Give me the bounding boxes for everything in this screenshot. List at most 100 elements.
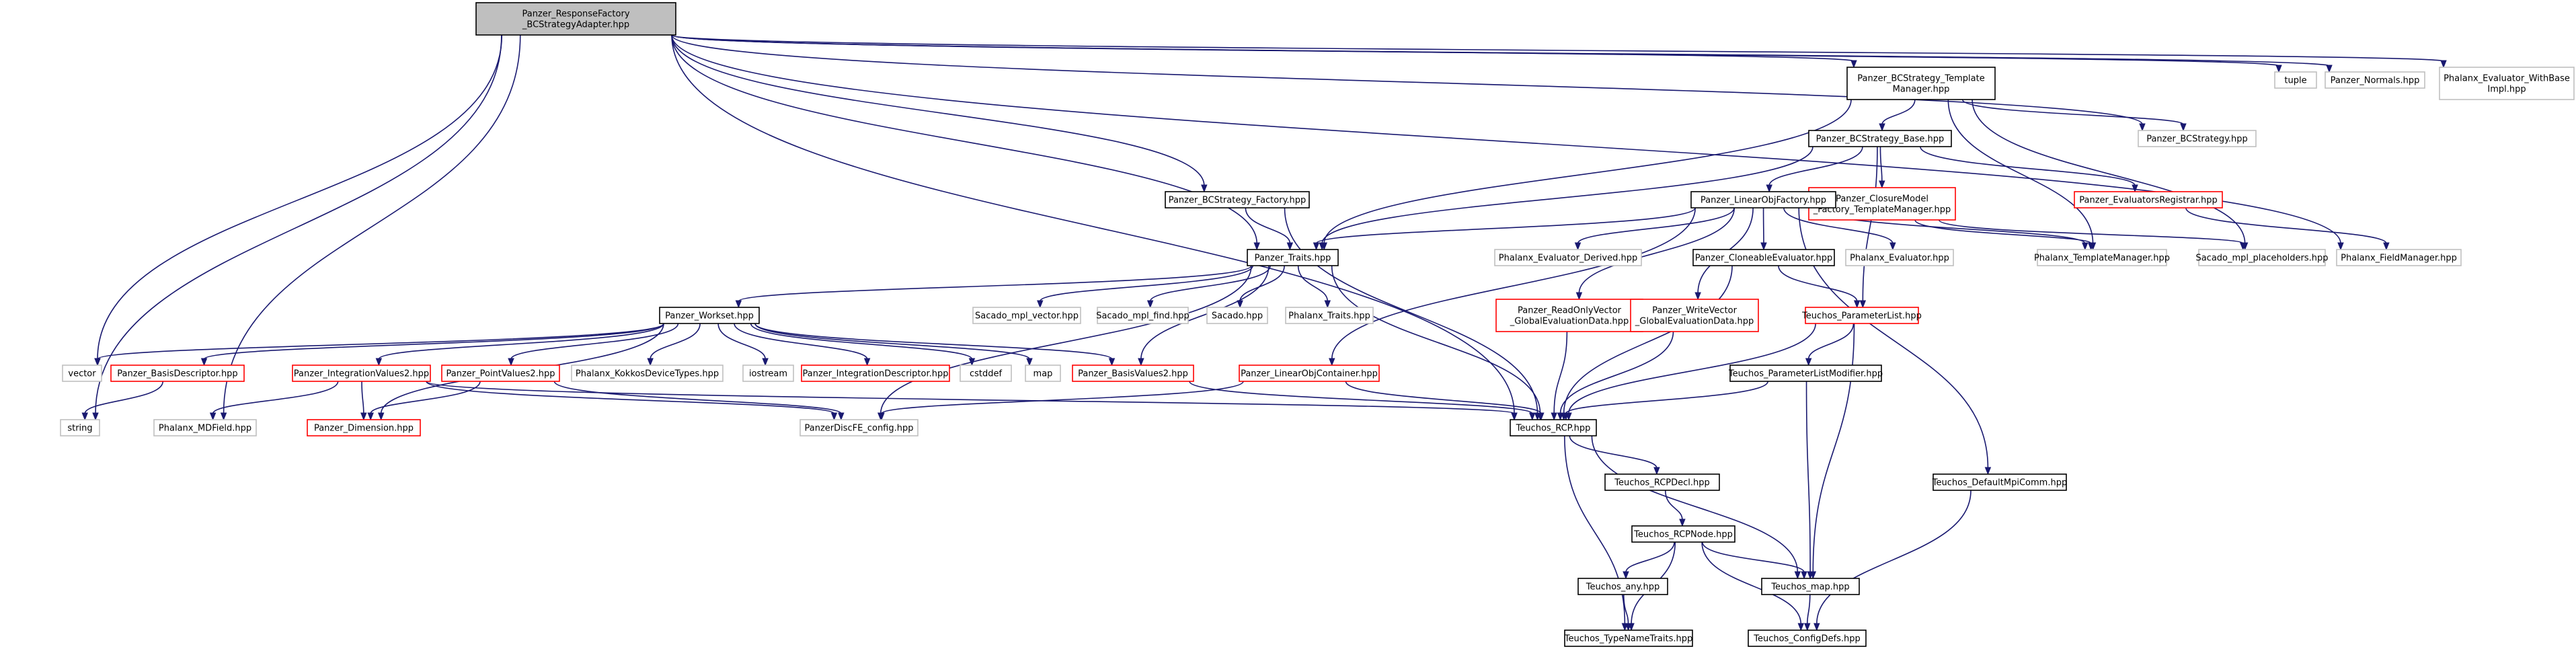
node-phalanx-evaluator-derived-hpp: Phalanx_Evaluator_Derived.hpp xyxy=(1494,249,1642,266)
edge-traits-to-sacado xyxy=(1239,265,1285,302)
node-box xyxy=(292,365,431,382)
node-panzer-readonlyvector-globalevaluationdata-hpp[interactable]: Panzer_ReadOnlyVector_GlobalEvaluationDa… xyxy=(1495,299,1643,332)
node-panzer-workset-hpp[interactable]: Panzer_Workset.hpp xyxy=(659,307,760,324)
edge-arrowhead xyxy=(2132,184,2138,193)
node-label: Sacado.hpp xyxy=(1212,311,1263,321)
node-panzer-integrationdescriptor-hpp[interactable]: Panzer_IntegrationDescriptor.hpp xyxy=(801,365,950,382)
node-label: Manager.hpp xyxy=(1893,85,1950,95)
node-box xyxy=(1564,629,1693,647)
edge-root-to-bcstrategy xyxy=(671,34,2143,125)
node-panzer-basisvalues2-hpp[interactable]: Panzer_BasisValues2.hpp xyxy=(1072,365,1194,382)
edge-root-to-string xyxy=(95,34,502,414)
node-panzer-responsefactory-bcstrategyadapter-hpp[interactable]: Panzer_ResponseFactory_BCStrategyAdapter… xyxy=(475,2,676,36)
node-panzer-cloneableevaluator-hpp[interactable]: Panzer_CloneableEvaluator.hpp xyxy=(1692,249,1835,266)
node-teuchos-rcpdecl-hpp[interactable]: Teuchos_RCPDecl.hpp xyxy=(1604,473,1720,491)
node-label: Panzer_Traits.hpp xyxy=(1255,254,1331,264)
node-teuchos-parameterlistmodifier-hpp[interactable]: Teuchos_ParameterListModifier.hpp xyxy=(1728,365,1883,382)
node-panzer-bcstrategy-hpp: Panzer_BCStrategy.hpp xyxy=(2138,130,2257,147)
edge-defmpi-to-configdefs xyxy=(1816,490,1972,625)
node-label: string xyxy=(67,424,92,434)
edge-linobjfac-to-evalderived xyxy=(1577,207,1735,244)
edge-workset-to-basisdesc xyxy=(203,323,664,360)
node-panzer-dimension-hpp[interactable]: Panzer_Dimension.hpp xyxy=(307,419,421,436)
node-box xyxy=(1748,629,1867,647)
node-label: Sacado_mpl_placeholders.hpp xyxy=(2195,254,2328,264)
edge-tmplmgr-to-traits xyxy=(1323,99,1852,244)
node-teuchos-parameterlist-hpp[interactable]: Teuchos_ParameterList.hpp xyxy=(1801,307,1922,324)
node-label: cstddef xyxy=(970,369,1003,379)
edge-tmap-to-configdefs xyxy=(1806,594,1811,625)
node-panzer-integrationvalues2-hpp[interactable]: Panzer_IntegrationValues2.hpp xyxy=(292,365,431,382)
edge-arrowhead xyxy=(1529,412,1536,421)
node-box xyxy=(2138,130,2257,147)
node-label: Phalanx_MDField.hpp xyxy=(159,424,251,434)
edge-arrowhead xyxy=(367,412,374,421)
node-panzer-evaluatorsregistrar-hpp[interactable]: Panzer_EvaluatorsRegistrar.hpp xyxy=(2074,191,2223,208)
node-iostream: iostream xyxy=(742,365,794,382)
node-panzer-basisdescriptor-hpp[interactable]: Panzer_BasisDescriptor.hpp xyxy=(110,365,245,382)
node-label: Panzer_Dimension.hpp xyxy=(314,424,414,434)
edge-arrowhead xyxy=(2326,65,2333,73)
edge-arrowhead xyxy=(2082,242,2089,251)
node-teuchos-rcp-hpp[interactable]: Teuchos_RCP.hpp xyxy=(1510,419,1597,436)
edge-arrowhead xyxy=(1623,571,1629,580)
node-panzer-traits-hpp[interactable]: Panzer_Traits.hpp xyxy=(1247,249,1339,266)
edge-arrowhead xyxy=(1575,292,1583,301)
node-box xyxy=(972,307,1081,324)
edge-rcpnode-to-tmap xyxy=(1702,541,1805,573)
edge-rcpnode-to-configdefs xyxy=(1701,541,1802,625)
edge-intval2-to-dimension xyxy=(361,381,364,414)
edge-bcbase-to-evalreg xyxy=(1920,146,2136,186)
node-box xyxy=(1846,67,1996,100)
edge-arrowhead xyxy=(1850,60,1857,69)
edge-bcfactory-to-rcp xyxy=(1284,207,1538,414)
node-box xyxy=(1495,299,1643,332)
node-label: Sacado_mpl_find.hpp xyxy=(1096,311,1189,321)
edge-arrowhead xyxy=(1574,242,1582,251)
node-panzer-bcstrategy-base-hpp[interactable]: Panzer_BCStrategy_Base.hpp xyxy=(1808,130,1952,147)
edge-writevec-to-rcp xyxy=(1559,331,1674,414)
edge-tmplmgr-to-phxtmpl xyxy=(1947,99,2094,244)
edge-arrowhead xyxy=(200,358,208,367)
node-teuchos-defaultmpicomm-hpp[interactable]: Teuchos_DefaultMpiComm.hpp xyxy=(1932,473,2067,491)
node-teuchos-configdefs-hpp[interactable]: Teuchos_ConfigDefs.hpp xyxy=(1748,629,1867,647)
edge-rcpnode-to-any xyxy=(1625,541,1675,573)
node-panzer-linearobjfactory-hpp[interactable]: Panzer_LinearObjFactory.hpp xyxy=(1690,191,1836,208)
edge-arrowhead xyxy=(92,412,99,421)
edge-arrowhead xyxy=(2139,123,2146,132)
edge-arrowhead xyxy=(2240,242,2247,251)
node-teuchos-typenametraits-hpp[interactable]: Teuchos_TypeNameTraits.hpp xyxy=(1564,629,1693,647)
edge-traits-to-basisval2 xyxy=(1140,265,1270,360)
node-panzer-linearobjcontainer-hpp[interactable]: Panzer_LinearObjContainer.hpp xyxy=(1239,365,1380,382)
node-label: Teuchos_any.hpp xyxy=(1586,582,1660,593)
node-box xyxy=(801,365,950,382)
node-box xyxy=(2325,71,2425,89)
edge-arrowhead xyxy=(2440,60,2447,69)
node-box xyxy=(1247,249,1339,266)
node-teuchos-map-hpp[interactable]: Teuchos_map.hpp xyxy=(1761,578,1860,595)
node-vector: vector xyxy=(62,365,102,382)
edge-traits-to-phxtraits xyxy=(1297,265,1329,302)
node-box xyxy=(1692,249,1835,266)
node-panzer-bcstrategy-templatemanager-hpp[interactable]: Panzer_BCStrategy_TemplateManager.hpp xyxy=(1846,67,1996,100)
node-label: _GlobalEvaluationData.hpp xyxy=(1635,317,1754,327)
node-teuchos-rcpnode-hpp[interactable]: Teuchos_RCPNode.hpp xyxy=(1631,525,1735,543)
node-box xyxy=(2198,249,2326,266)
edge-arrowhead xyxy=(2180,123,2187,132)
node-teuchos-any-hpp[interactable]: Teuchos_any.hpp xyxy=(1577,578,1668,595)
edge-closure-to-mplph xyxy=(1938,219,2244,244)
edge-arrowhead xyxy=(1879,123,1885,132)
edge-workset-to-intval2 xyxy=(378,323,664,360)
node-box xyxy=(307,419,421,436)
edge-arrowhead xyxy=(1138,358,1144,367)
node-panzer-pointvalues2-hpp[interactable]: Panzer_PointValues2.hpp xyxy=(441,365,560,382)
edge-arrowhead xyxy=(1794,571,1801,580)
node-panzer-bcstrategy-factory-hpp[interactable]: Panzer_BCStrategy_Factory.hpp xyxy=(1165,191,1310,208)
node-panzer-writevector-globalevaluationdata-hpp[interactable]: Panzer_WriteVector_GlobalEvaluationData.… xyxy=(1630,299,1759,332)
node-box xyxy=(441,365,560,382)
edge-workset-to-basisval2 xyxy=(754,323,1113,360)
edge-traits-to-mplvector xyxy=(1039,265,1253,302)
edge-arrowhead xyxy=(838,412,845,421)
